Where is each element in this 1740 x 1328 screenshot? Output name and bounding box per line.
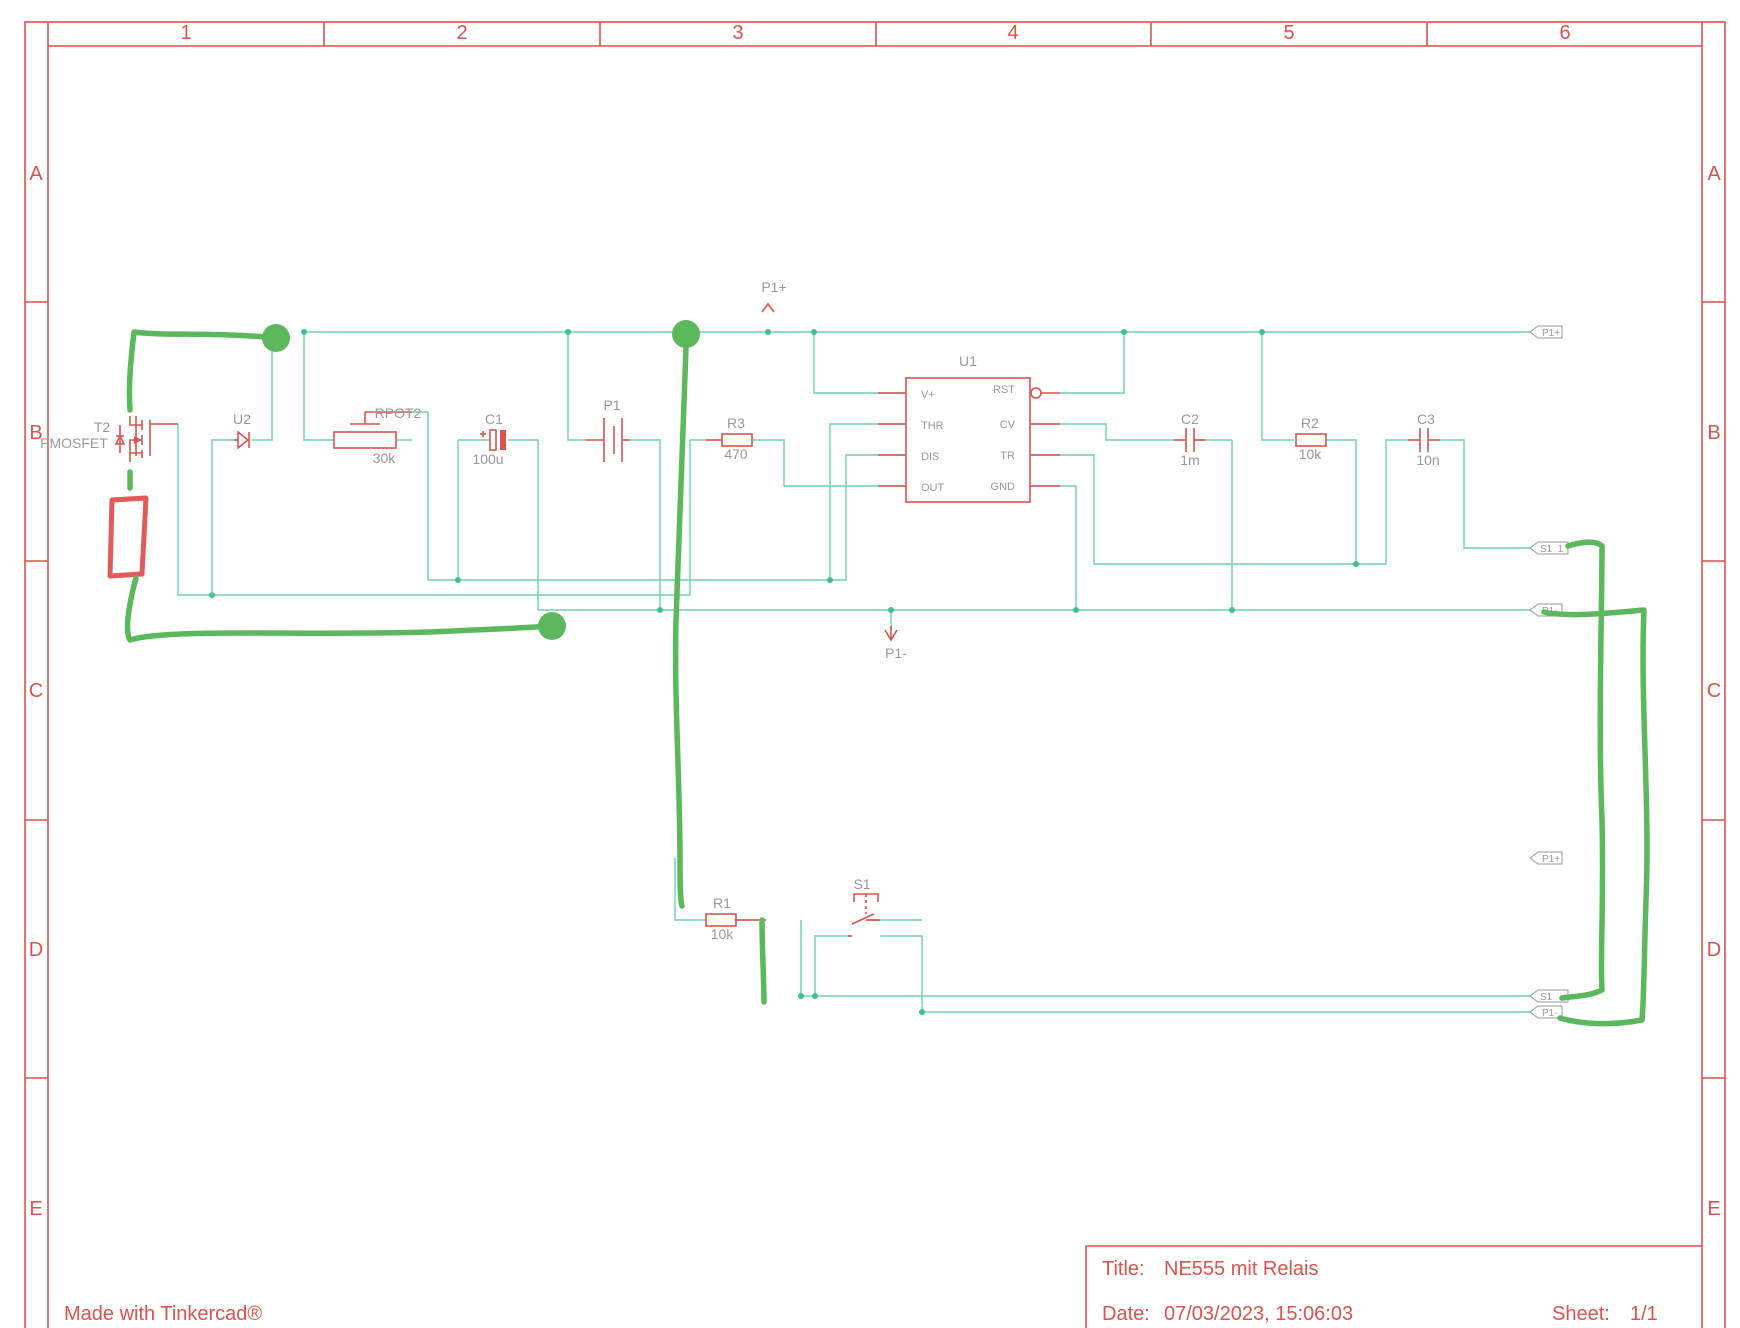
- r2-ref: R2: [1301, 415, 1319, 431]
- row-label-right: A: [1707, 163, 1721, 185]
- column-label: 6: [1559, 22, 1570, 44]
- component-c2-capacitor[interactable]: C2 1m: [1174, 411, 1206, 468]
- component-r3-resistor[interactable]: R3 470: [706, 415, 753, 462]
- hand-wire-vertical-mid: [672, 345, 689, 909]
- component-c1-capacitor[interactable]: C1 100u: [458, 411, 506, 467]
- svg-text:S1_1: S1_1: [1540, 544, 1564, 555]
- date-value: 07/03/2023, 15:06:03: [1164, 1303, 1353, 1325]
- u1-pin-thr: THR: [921, 420, 944, 432]
- wire-line-595: [177, 424, 691, 596]
- port-p1plus-top: P1+: [1529, 325, 1563, 339]
- row-label-left: B: [29, 422, 42, 444]
- column-label: 3: [732, 22, 743, 44]
- supply-p1plus-label: P1+: [761, 279, 786, 295]
- c3-ref: C3: [1417, 411, 1435, 427]
- row-label-left: D: [29, 939, 43, 961]
- supply-p1minus: P1-: [884, 626, 907, 661]
- title-label: Title:: [1102, 1258, 1145, 1280]
- port-s1-1: S1_1: [1529, 541, 1569, 555]
- svg-text:S1: S1: [1540, 992, 1553, 1003]
- u1-pin-gnd: GND: [991, 481, 1016, 493]
- row-label-right: E: [1707, 1198, 1720, 1220]
- svg-text:P1+: P1+: [1542, 854, 1560, 865]
- u1-pin-dis: DIS: [921, 451, 939, 463]
- sheet-label: Sheet:: [1552, 1303, 1610, 1325]
- row-label-left: A: [29, 163, 43, 185]
- component-u1-ne555[interactable]: U1 V+ THR DIS OUT RST CV TR GND: [878, 353, 1060, 503]
- u1-pin-rst: RST: [993, 384, 1015, 396]
- component-u2-diode[interactable]: U2: [211, 332, 273, 595]
- made-with-label: Made with Tinkercad®: [64, 1303, 262, 1325]
- c1-ref: C1: [485, 411, 503, 427]
- hand-wire-top-left: [126, 329, 279, 413]
- port-p1plus-d: P1+: [1529, 851, 1563, 865]
- svg-text:P1-: P1-: [1542, 1008, 1558, 1019]
- c2-value: 1m: [1180, 452, 1199, 468]
- row-labels: A B C D E A B C D E: [29, 163, 1722, 1220]
- s1-ref: S1: [853, 876, 870, 892]
- t2-ref: T2: [94, 419, 111, 435]
- hand-wire-r1-down: [759, 917, 767, 1005]
- supply-p1minus-label: P1-: [885, 645, 907, 661]
- hand-dot: [538, 612, 566, 640]
- component-s1-switch[interactable]: S1: [848, 876, 880, 937]
- outer-border: [24, 21, 1726, 1328]
- column-label: 2: [456, 22, 467, 44]
- port-p1minus-bottom: P1-: [1529, 1005, 1563, 1019]
- column-label: 1: [180, 22, 191, 44]
- date-label: Date:: [1102, 1303, 1150, 1325]
- junctions: [209, 329, 1359, 1015]
- net-ports: P1+ S1_1 P1- P1+ S1 P1-: [1529, 325, 1569, 1019]
- hand-annotations: [107, 320, 1650, 1027]
- column-labels: 1 2 3 4 5 6: [180, 22, 1570, 44]
- hand-dot: [672, 320, 700, 348]
- title-block: Made with Tinkercad® Title: NE555 mit Re…: [64, 1245, 1702, 1328]
- u1-pin-tr: TR: [1000, 450, 1015, 462]
- r3-ref: R3: [727, 415, 745, 431]
- sheet-frame: [24, 21, 1726, 1328]
- component-rpot2-potentiometer[interactable]: RPOT2 30k: [333, 405, 422, 466]
- r1-value: 10k: [711, 926, 735, 942]
- row-label-right: C: [1707, 680, 1721, 702]
- hand-wire-right-loop-1: [1559, 539, 1606, 1001]
- u1-ref: U1: [959, 353, 977, 369]
- p1-ref: P1: [603, 397, 620, 413]
- c3-value: 10n: [1416, 452, 1439, 468]
- column-label: 5: [1283, 22, 1294, 44]
- t2-value: PMOSFET: [40, 435, 108, 451]
- rpot2-value: 30k: [373, 450, 397, 466]
- r1-ref: R1: [713, 895, 731, 911]
- r2-value: 10k: [1299, 446, 1323, 462]
- row-label-right: B: [1707, 422, 1720, 444]
- svg-text:P1+: P1+: [1542, 328, 1560, 339]
- component-r1-resistor[interactable]: R1 10k: [705, 895, 766, 942]
- row-label-left: C: [29, 680, 43, 702]
- row-label-right: D: [1707, 939, 1721, 961]
- rpot2-ref: RPOT2: [375, 405, 422, 421]
- hand-wire-bottom-left: [124, 575, 555, 643]
- hand-dot: [262, 324, 290, 352]
- u1-pin-out: OUT: [921, 482, 945, 494]
- supply-p1plus: P1+: [761, 279, 787, 313]
- u1-pin-vplus: V+: [921, 389, 935, 401]
- r3-value: 470: [724, 446, 748, 462]
- sheet-value: 1/1: [1630, 1303, 1658, 1325]
- u1-pin-cv: CV: [1000, 419, 1016, 431]
- component-p1-battery[interactable]: P1: [586, 397, 630, 462]
- column-label: 4: [1007, 22, 1018, 44]
- component-r2-resistor[interactable]: R2 10k: [1295, 415, 1327, 462]
- row-label-left: E: [29, 1198, 42, 1220]
- c1-value: 100u: [472, 451, 503, 467]
- hand-wire-right-loop-2: [1541, 607, 1650, 1027]
- component-c3-capacitor[interactable]: C3 10n: [1408, 411, 1440, 468]
- wires: [177, 331, 1530, 1013]
- component-t2-pmosfet[interactable]: T2 PMOSFET: [40, 416, 178, 462]
- hand-red-box: [107, 495, 149, 579]
- title-value: NE555 mit Relais: [1164, 1258, 1319, 1280]
- u2-ref: U2: [233, 411, 251, 427]
- c2-ref: C2: [1181, 411, 1199, 427]
